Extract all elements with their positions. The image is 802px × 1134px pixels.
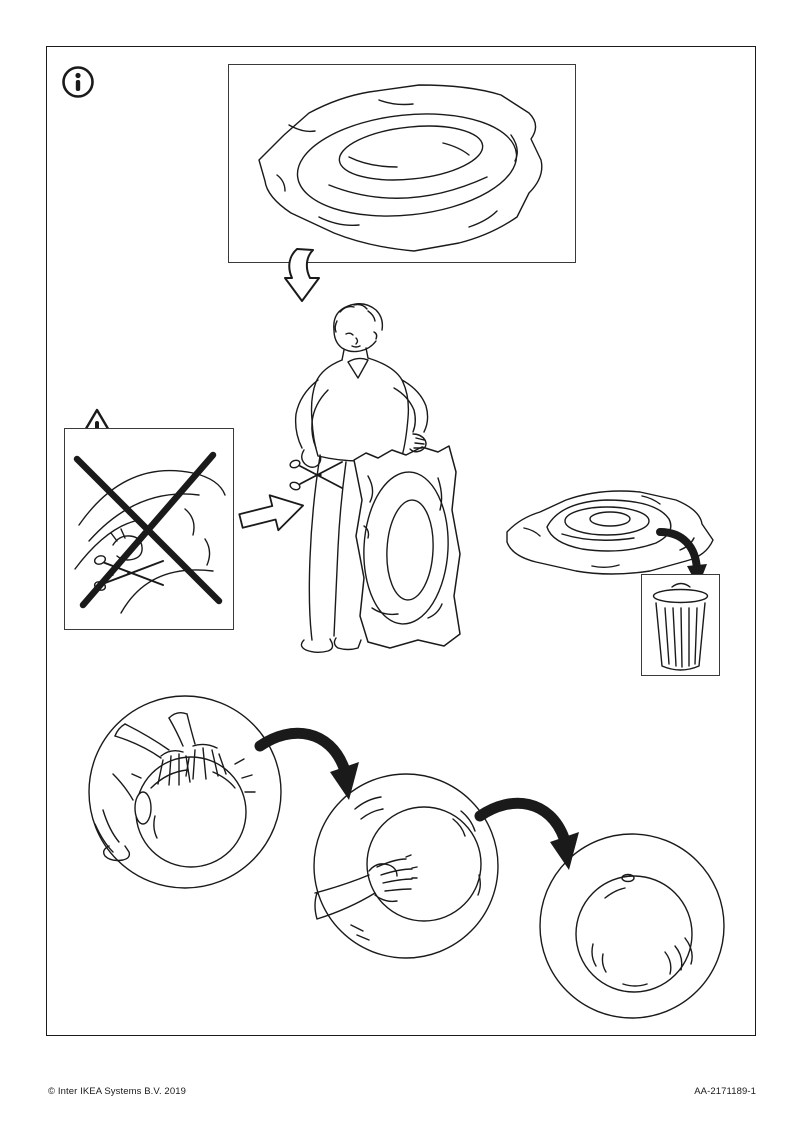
curved-step-arrow-icon xyxy=(254,727,359,800)
pressing-hands xyxy=(114,711,227,786)
pouf-inside-bag xyxy=(363,471,449,625)
step-circle xyxy=(88,695,282,889)
person-cutting-bag-illustration xyxy=(289,303,461,653)
trash-can-icon xyxy=(652,582,709,671)
do-not-cut-panel xyxy=(64,428,234,630)
packaged-pouf-illustration xyxy=(258,84,543,252)
pouf-ball xyxy=(135,756,247,868)
arrow-down-icon xyxy=(284,248,320,302)
scissors-icon xyxy=(289,459,343,491)
shaping-hands xyxy=(368,854,418,903)
page-frame xyxy=(46,46,756,1036)
pouf-in-package xyxy=(296,113,518,217)
fluff-step-3-illustration xyxy=(539,833,725,1019)
plastic-sheet xyxy=(258,84,543,252)
info-icon xyxy=(62,66,94,98)
scissors-icon xyxy=(93,555,164,591)
hand-gripping-bag xyxy=(409,433,427,453)
cross-out-x-icon xyxy=(73,451,223,609)
step-circle xyxy=(313,773,499,959)
pouf-ball xyxy=(366,806,482,922)
hand xyxy=(110,528,143,561)
hand-with-scissors xyxy=(301,449,322,468)
arrow-right-icon xyxy=(238,494,304,532)
package-overview-panel xyxy=(228,64,576,263)
pouf-button xyxy=(621,873,635,883)
pouf-opening xyxy=(134,791,152,825)
fluff-step-2-illustration xyxy=(313,773,499,959)
step-circle xyxy=(539,833,725,1019)
curved-step-arrow-icon xyxy=(474,797,579,870)
document-code: AA-2171189-1 xyxy=(694,1086,756,1097)
do-not-cut-illustration xyxy=(73,451,226,614)
pouf-ball xyxy=(575,875,693,993)
fluff-step-1-illustration xyxy=(88,695,282,889)
plastic-bag xyxy=(353,445,461,649)
trash-panel xyxy=(641,574,720,676)
copyright-text: © Inter IKEA Systems B.V. 2019 xyxy=(48,1086,186,1097)
